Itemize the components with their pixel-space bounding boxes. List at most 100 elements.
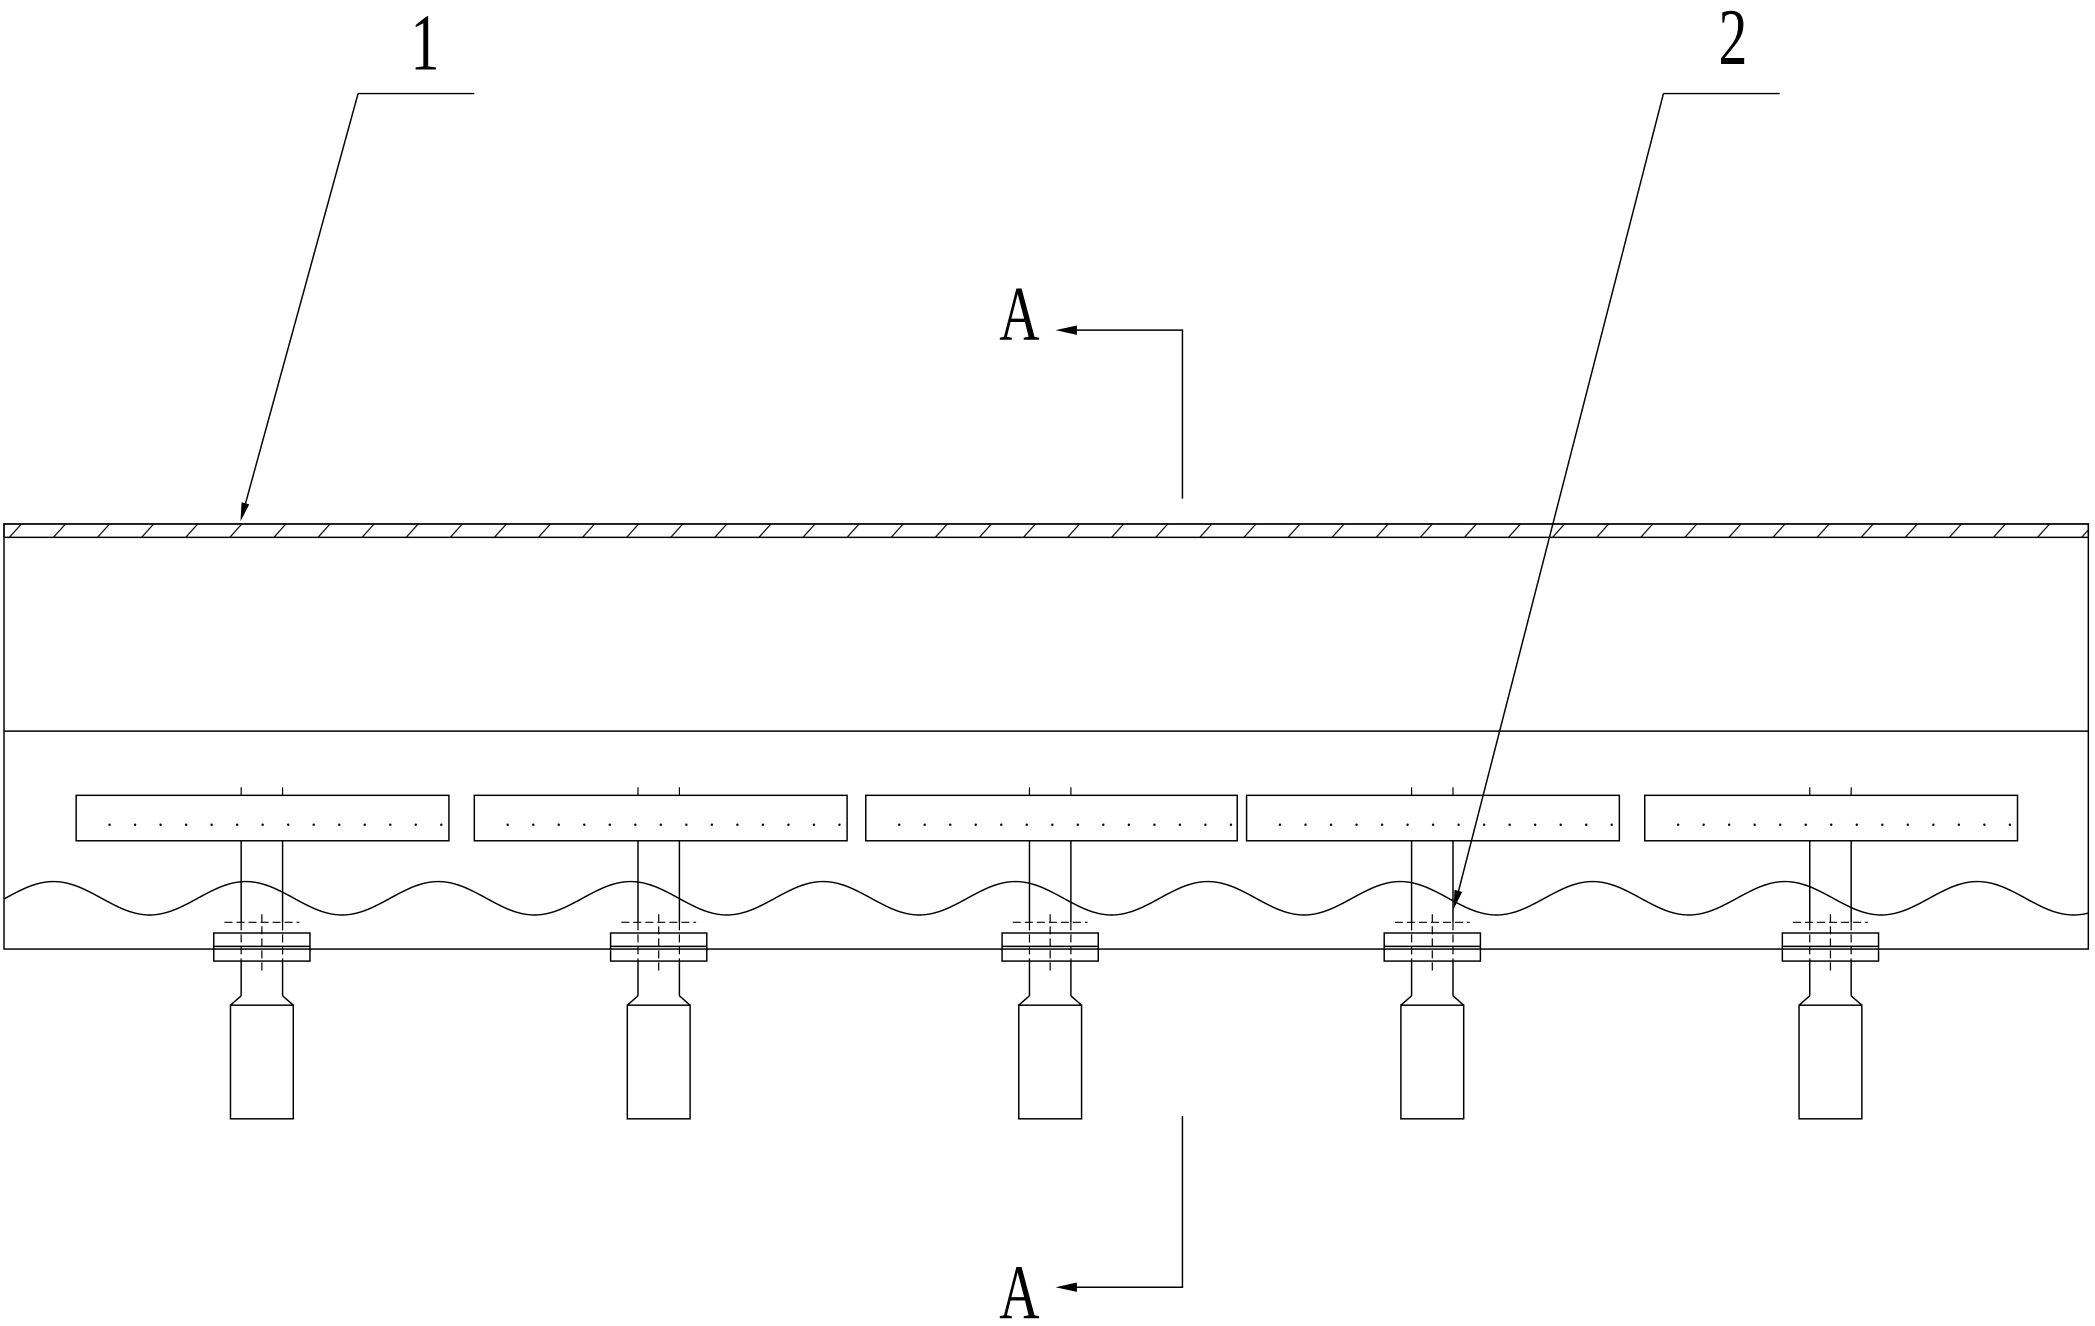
lower-body [626, 1004, 691, 1120]
bar-3 [865, 794, 1238, 842]
bar-dot [923, 823, 926, 826]
bar-5 [1644, 794, 2019, 842]
neck-taper-right [1452, 995, 1465, 1006]
bar-dot [787, 823, 790, 826]
bar-outline [1245, 794, 1621, 842]
assembly-4 [1383, 787, 1482, 1120]
tank-body [3, 523, 2090, 950]
section-marker-bottom: A [999, 1116, 1184, 1326]
neck-taper-left [626, 995, 639, 1006]
bar-dot [1304, 823, 1307, 826]
bar-dot [710, 823, 714, 826]
bar-dot [184, 823, 188, 826]
bar-dot [1932, 823, 1935, 826]
bar-4 [1245, 794, 1621, 842]
section-bottom-arrowhead [1055, 1282, 1077, 1292]
section-marker-top: A [999, 271, 1184, 499]
reference-1-arrowhead [240, 502, 250, 522]
hatched-top-plate [3, 523, 2090, 539]
bar-dot [1153, 823, 1156, 826]
bar-dot [1610, 823, 1613, 826]
bar-dot [685, 823, 688, 826]
bar-dot [949, 823, 952, 826]
neck-taper-left [1400, 995, 1413, 1006]
reference-2-arrowhead [1453, 889, 1463, 909]
bar-dot [506, 823, 509, 826]
bar-dot [1508, 823, 1511, 826]
bar-dot [1457, 823, 1460, 826]
bar-dot [1676, 823, 1680, 826]
assembly-3 [1001, 787, 1100, 1120]
bar-dot [338, 823, 341, 826]
assembly-1 [213, 787, 311, 1120]
bar-dot [659, 823, 663, 826]
bar-dot [1830, 823, 1833, 826]
bar-1 [75, 794, 450, 842]
neck-taper-left [1798, 995, 1811, 1006]
bar-dot [1983, 823, 1986, 826]
bar-dot [1051, 823, 1054, 826]
bar-dot [210, 823, 213, 826]
assembly-5 [1781, 787, 1880, 1120]
bar-row [75, 794, 2019, 842]
lower-body [229, 1004, 295, 1120]
bar-dot [1753, 823, 1756, 826]
section-bottom-line [1075, 1116, 1184, 1288]
bar-dot [1076, 823, 1080, 826]
reference-2-leader-diagonal [1455, 93, 1665, 900]
bar-dot [1329, 823, 1333, 826]
section-top-label: A [999, 271, 1039, 357]
bar-dot [608, 823, 611, 826]
bar-dot [261, 823, 264, 826]
bar-dot [133, 823, 137, 826]
bar-dot [1278, 823, 1282, 826]
bar-dot [108, 823, 111, 826]
neck-taper-right [1070, 995, 1083, 1006]
bar-dot [583, 823, 586, 826]
bar-dot [1585, 823, 1588, 826]
neck-taper-right [678, 995, 691, 1006]
bar-outline [865, 794, 1238, 842]
neck-taper-right [1850, 995, 1863, 1006]
bar-dot [1431, 823, 1435, 826]
bar-dot [1533, 823, 1537, 826]
reference-1-callout: 1 [240, 0, 475, 522]
bar-dot [363, 823, 366, 826]
bar-dot [532, 823, 535, 826]
section-top-line [1075, 329, 1184, 499]
bar-dot [1406, 823, 1409, 826]
lower-body [1400, 1004, 1465, 1120]
bar-dot [812, 823, 816, 826]
bar-dot [736, 823, 739, 826]
bar-dot [897, 823, 901, 826]
bar-dot [1881, 823, 1884, 826]
neck-taper-right [282, 995, 294, 1006]
assembly-2 [609, 787, 708, 1120]
bar-dot [159, 823, 162, 826]
bar-outline [75, 794, 450, 842]
neck-taper-left [1018, 995, 1030, 1006]
bar-dot [389, 823, 392, 826]
bar-dot [1000, 823, 1003, 826]
bar-dot [414, 823, 417, 826]
reference-2-callout: 2 [1453, 0, 1780, 909]
bar-dot [1178, 823, 1182, 826]
bar-dot [286, 823, 290, 826]
reference-1-label: 1 [410, 0, 439, 88]
bar-dot [974, 823, 977, 826]
section-bottom-label: A [999, 1249, 1039, 1326]
assembly-row [213, 787, 1880, 1120]
bar-dot [1204, 823, 1207, 826]
bar-dot [838, 823, 841, 826]
bar-dot [1702, 823, 1705, 826]
bar-outline [1644, 794, 2019, 842]
bar-dot [1855, 823, 1858, 826]
bar-dot [557, 823, 560, 826]
bar-dot [761, 823, 765, 826]
bar-2 [473, 794, 848, 842]
bar-dot [634, 823, 637, 826]
bar-outline [473, 794, 848, 842]
bar-dot [235, 823, 239, 826]
bar-dot [1804, 823, 1807, 826]
